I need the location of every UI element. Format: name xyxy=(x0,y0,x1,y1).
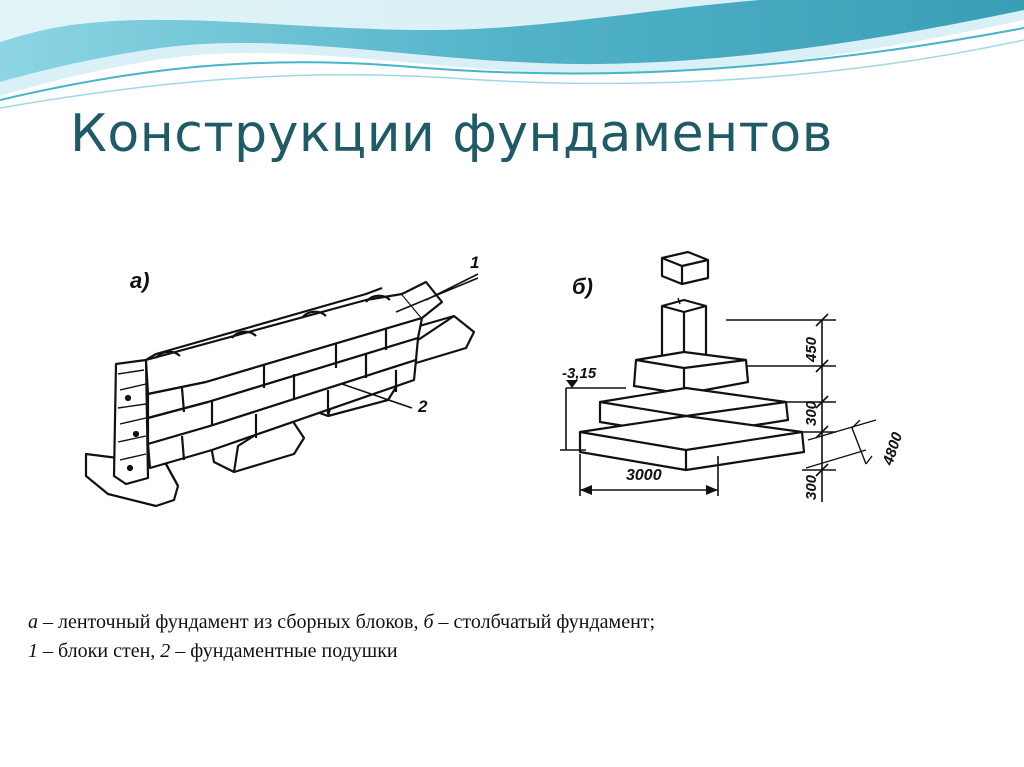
page-title: Конструкции фундаментов xyxy=(70,104,833,164)
dim-4800: 4800 xyxy=(879,430,906,469)
dim-300-bottom: 300 xyxy=(803,474,820,500)
column-foundation-drawing: б) -3,15 450 300 xyxy=(560,250,906,502)
caption-line-2: 1 – блоки стен, 2 – фундаментные подушки xyxy=(28,637,655,666)
label-b: б) xyxy=(572,274,593,299)
callout-2: 2 xyxy=(417,397,428,416)
dim-3000: 3000 xyxy=(626,467,662,484)
strip-foundation-drawing: 1 2 а) xyxy=(84,253,479,508)
caption-text-a: – ленточный фундамент из сборных блоков, xyxy=(38,611,424,633)
header-wave-decoration xyxy=(0,0,1024,109)
elevation-label: -3,15 xyxy=(562,365,597,382)
caption-text-1: – блоки стен, xyxy=(38,640,161,662)
callout-1: 1 xyxy=(470,253,479,272)
label-a: а) xyxy=(130,268,150,293)
caption-line-1: а – ленточный фундамент из сборных блоко… xyxy=(28,608,655,637)
caption-number-1: 1 xyxy=(28,640,38,662)
foundation-drawing: 1 2 а) б) -3,15 xyxy=(84,250,906,508)
caption-text-b: – столбчатый фундамент; xyxy=(433,611,656,633)
caption-text-2: – фундаментные подушки xyxy=(170,640,398,662)
dim-300-mid: 300 xyxy=(803,400,820,426)
caption-letter-a: а xyxy=(28,611,38,633)
caption-number-2: 2 xyxy=(160,640,171,662)
foundation-diagram: 1 2 а) б) -3,15 xyxy=(66,214,922,528)
figure-caption: а – ленточный фундамент из сборных блоко… xyxy=(28,608,655,666)
dim-450: 450 xyxy=(803,336,820,363)
caption-letter-b: б xyxy=(423,611,434,633)
